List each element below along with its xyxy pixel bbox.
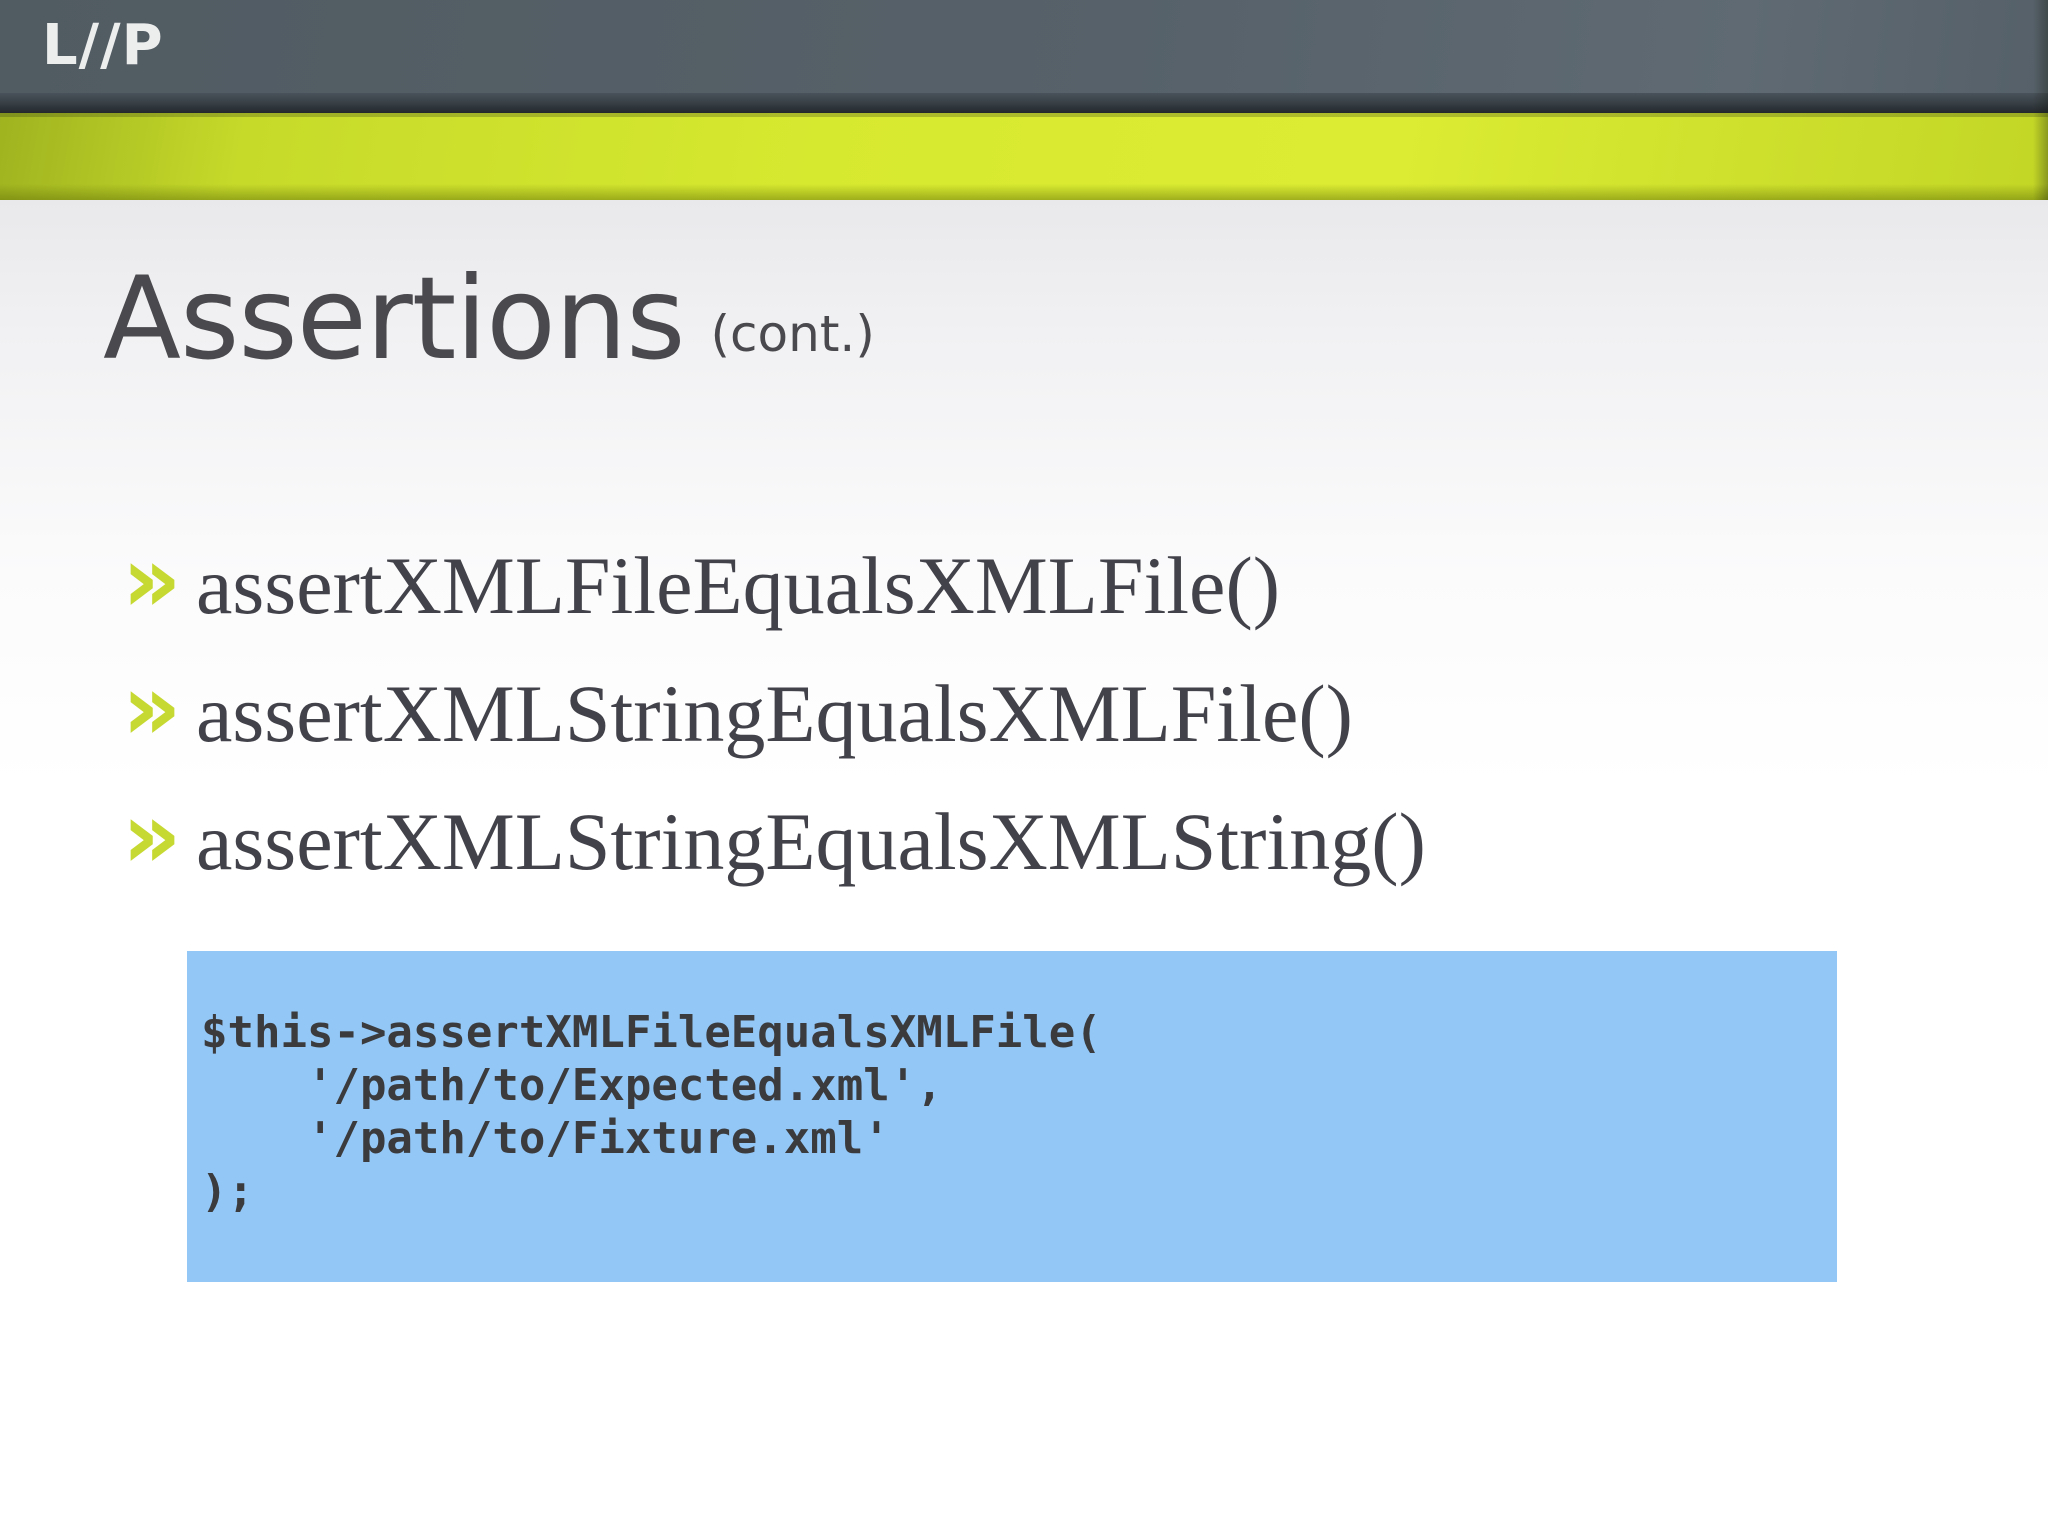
- bullet-list: » assertXMLFileEqualsXMLFile() » assertX…: [0, 534, 2048, 929]
- page-title: Assertions(cont.): [103, 262, 875, 391]
- header-divider: [0, 93, 2048, 113]
- accent-band: [0, 113, 2048, 200]
- bullet-marker-icon: »: [122, 782, 182, 889]
- list-item: » assertXMLStringEqualsXMLString(): [0, 790, 2048, 883]
- page-title-suffix: (cont.): [710, 305, 875, 363]
- edge-vignette: [2033, 0, 2048, 200]
- slide-content: Assertions(cont.) » assertXMLFileEqualsX…: [0, 200, 2048, 1535]
- bullet-label: assertXMLFileEqualsXMLFile(): [196, 540, 1281, 631]
- liip-logo: L//P: [42, 13, 164, 78]
- page-title-text: Assertions: [103, 252, 686, 385]
- list-item: » assertXMLStringEqualsXMLFile(): [0, 662, 2048, 755]
- header-bar: L//P: [0, 0, 2048, 93]
- bullet-label: assertXMLStringEqualsXMLFile(): [196, 668, 1353, 759]
- bullet-marker-icon: »: [122, 526, 182, 633]
- list-item: » assertXMLFileEqualsXMLFile(): [0, 534, 2048, 627]
- bullet-marker-icon: »: [122, 654, 182, 761]
- code-block: $this->assertXMLFileEqualsXMLFile( '/pat…: [187, 951, 1837, 1282]
- bullet-label: assertXMLStringEqualsXMLString(): [196, 796, 1426, 887]
